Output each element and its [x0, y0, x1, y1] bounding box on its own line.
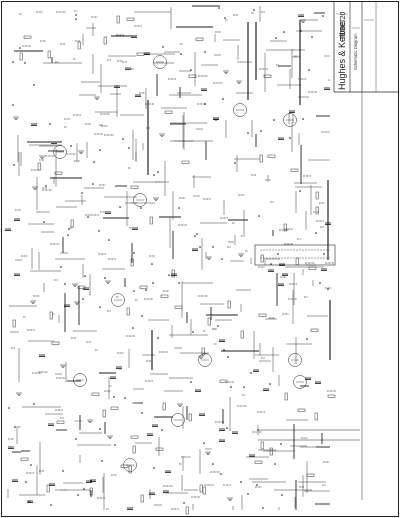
output-section: [254, 244, 360, 441]
brand-label: Hughes & Kettner: [337, 19, 347, 90]
model-label: TUBE 20: [340, 11, 347, 40]
title-block: Hughes & Kettner TUBE 20 Schematic Diagr…: [333, 2, 398, 93]
sub-label: Schematic Diagram: [353, 33, 358, 70]
schematic-circuit: [5, 5, 336, 515]
